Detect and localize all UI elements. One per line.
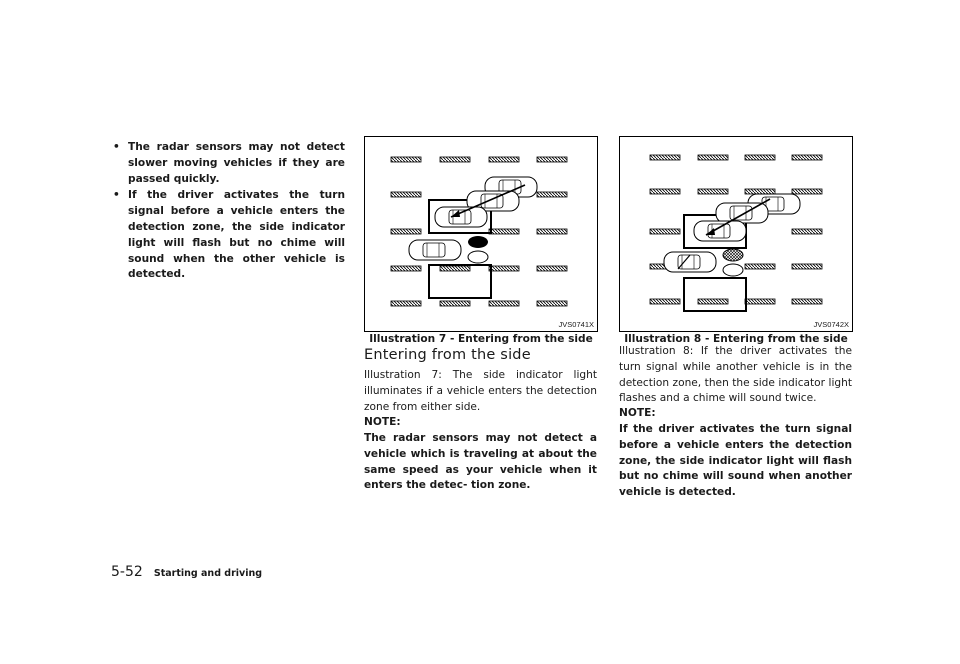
bullet-item: • If the driver activates the turn signa… <box>113 188 345 283</box>
detection-zone <box>428 264 492 299</box>
illustration-8-drawing <box>649 154 823 312</box>
section-title: Starting and driving <box>153 568 263 579</box>
illustration-7-text: Illustration 7: The side indicator light… <box>364 369 597 413</box>
illustration-8-figure: JVS0742X <box>619 136 853 332</box>
note-label: NOTE: <box>619 407 656 419</box>
vehicle <box>434 206 488 228</box>
bullet-marker: • <box>113 189 120 202</box>
turn-signal-arrow <box>677 254 691 270</box>
indicator-light-off <box>722 263 744 277</box>
page-number: 5-52 <box>111 564 143 580</box>
figure-code: JVS0741X <box>558 320 594 329</box>
own-vehicle <box>408 239 462 261</box>
illustration-8-text: Illustration 8: If the driver activates … <box>619 345 852 405</box>
section-heading: Entering from the side <box>364 347 531 363</box>
indicator-light-flashing <box>722 248 744 262</box>
indicator-light-lit <box>468 236 488 248</box>
vehicle <box>693 220 747 242</box>
vehicle <box>715 202 769 224</box>
illustration-7-figure: JVS0741X <box>364 136 598 332</box>
indicator-light-off <box>467 250 489 264</box>
detection-zone <box>428 199 492 234</box>
note-text: The radar sensors may not detect a vehic… <box>364 432 597 492</box>
figure-caption: Illustration 8 - Entering from the side <box>624 333 848 345</box>
trajectory-arrow <box>450 184 526 218</box>
bullet-text: If the driver activates the turn signal … <box>128 189 345 281</box>
note-label: NOTE: <box>364 416 401 428</box>
trajectory-arrow <box>705 198 771 236</box>
page-footer: 5-52 Starting and driving <box>111 561 262 580</box>
note-text: If the driver activates the turn signal … <box>619 423 852 499</box>
figure-code: JVS0742X <box>813 320 849 329</box>
illustration-7-drawing <box>390 156 568 307</box>
figure-caption: Illustration 7 - Entering from the side <box>369 333 593 345</box>
bullet-marker: • <box>113 141 120 153</box>
bullet-list: • The radar sensors may not detect slowe… <box>113 140 345 284</box>
lane-markers <box>390 156 568 307</box>
bullet-text: The radar sensors may not detect slower … <box>128 141 345 185</box>
detection-zone <box>683 277 747 312</box>
bullet-item: • The radar sensors may not detect slowe… <box>113 140 345 187</box>
